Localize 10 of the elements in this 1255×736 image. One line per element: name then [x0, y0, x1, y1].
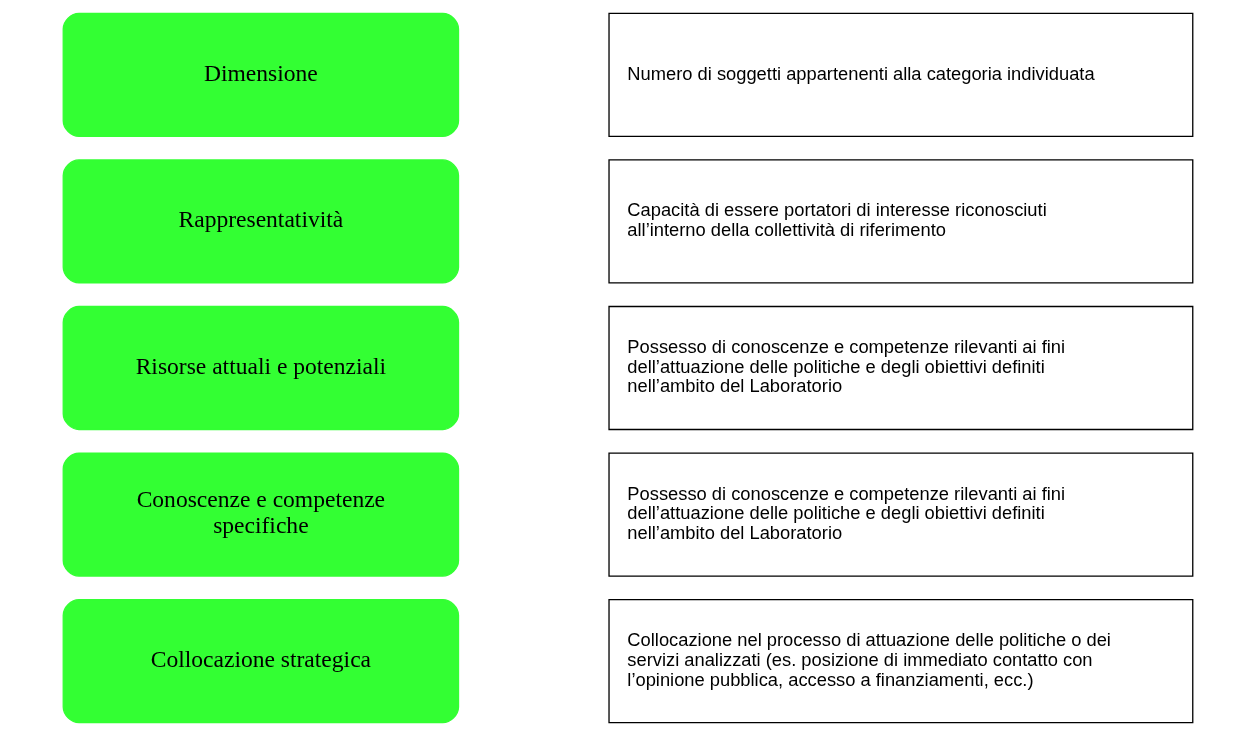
node-box: Numero di soggetti appartenenti alla categoria individuata [607, 12, 1193, 137]
node-box: Collocazione nel processo di attuazione delle politiche o dei servizi analizzati (es. posizione di immediato contatto con l’opinione pubblica, accesso a finanziamenti, ecc.) [607, 599, 1193, 724]
node-box: Possesso di conoscenze e competenze rilevanti ai fini dell’attuazione delle politiche e degli obiettivi definiti nell’ambito del Laboratorio [607, 305, 1193, 431]
node-box: Possesso di conoscenze e competenze rilevanti ai fini dell’attuazione delle politiche e degli obiettivi definiti nell’ambito del Laboratorio [607, 452, 1193, 577]
node-box: Capacità di essere portatori di interesse riconosciuti all’interno della collettività di riferimento [607, 159, 1193, 284]
node-box: Conoscenze e competenze specifiche [62, 452, 459, 577]
node-box: Rappresentatività [62, 159, 459, 284]
node-box: Collocazione strategica [62, 599, 459, 724]
node-box: Risorse attuali e potenziali [62, 305, 459, 431]
node-box: Dimensione [62, 12, 459, 137]
